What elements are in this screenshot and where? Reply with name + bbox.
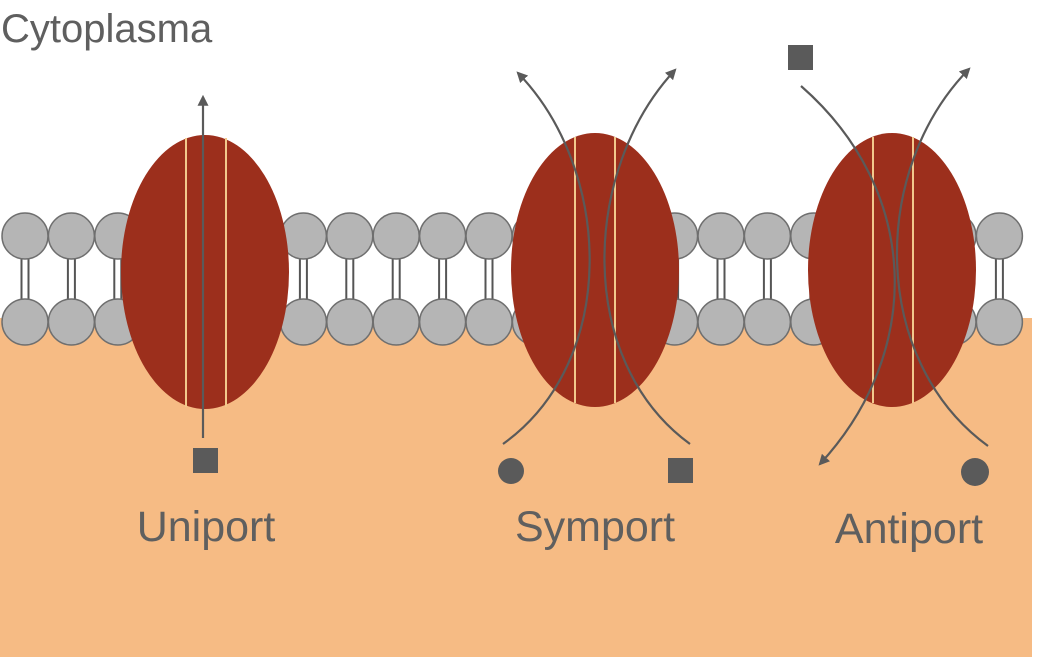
lipid-head <box>975 212 1024 260</box>
antiport-arrow-outward-icon <box>896 67 989 447</box>
lipid-head <box>743 212 792 260</box>
uniport-label: Uniport <box>137 503 276 551</box>
lipid-head <box>1 298 49 346</box>
lipid-head <box>743 298 792 346</box>
lipid-head <box>372 298 420 346</box>
lipid-head <box>697 212 745 260</box>
lipid-head <box>418 212 467 260</box>
symport-arrow-right-icon <box>603 68 691 445</box>
lipid-head <box>465 298 513 346</box>
lipid-head <box>1 212 49 260</box>
circle-molecule-icon <box>498 458 524 484</box>
circle-molecule-icon <box>961 458 989 486</box>
uniport-protein <box>121 135 289 409</box>
lipid-head <box>326 298 374 346</box>
lipid-head <box>418 298 467 346</box>
compartment-label: Cytoplasma <box>1 7 213 51</box>
square-molecule-icon <box>668 458 693 483</box>
symport-label: Symport <box>515 503 675 551</box>
lipid-head <box>47 298 96 346</box>
lipid-head <box>975 298 1024 346</box>
square-molecule-icon <box>788 45 813 70</box>
symport-arrow-left-icon <box>502 71 591 445</box>
symport-protein <box>511 133 679 407</box>
antiport-protein <box>808 133 976 407</box>
lipid-head <box>697 298 745 346</box>
antiport-arrow-inward-icon <box>800 85 896 466</box>
lipid-head <box>326 212 374 260</box>
lipid-head <box>372 212 420 260</box>
lipid-head <box>279 298 328 346</box>
square-molecule-icon <box>193 448 218 473</box>
lipid-head <box>465 212 513 260</box>
antiport-label: Antiport <box>835 505 983 553</box>
lipid-head <box>47 212 96 260</box>
